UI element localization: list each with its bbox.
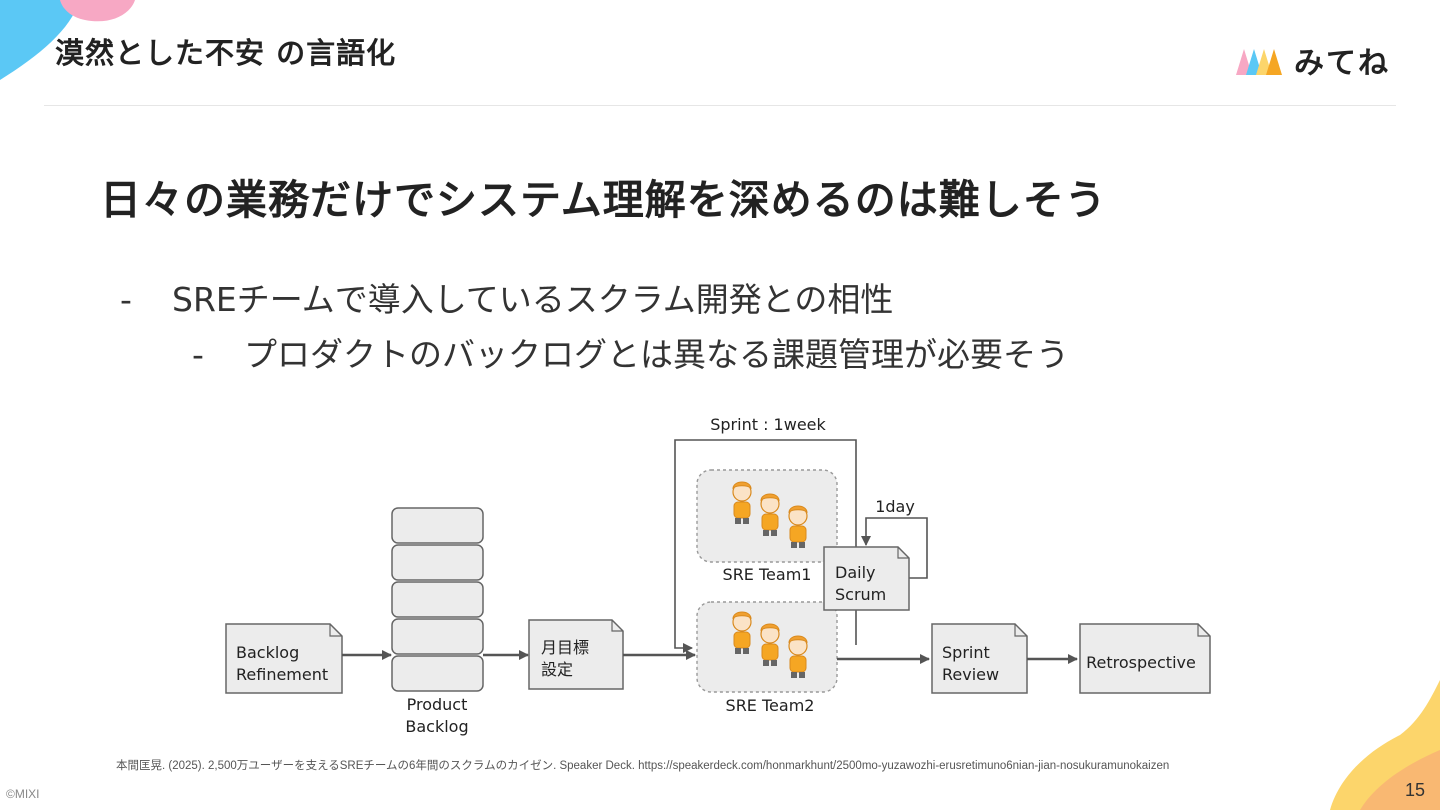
sre-team1-box: SRE Team1	[696, 469, 838, 584]
bullet-text: プロダクトのバックログとは異なる課題管理が必要そう	[244, 335, 1069, 374]
copyright: ©MIXI	[6, 787, 40, 801]
citation: 本間匡晃. (2025). 2,500万ユーザーを支えるSREチームの6年間のス…	[116, 760, 1170, 772]
bullet-item: - SREチームで導入しているスクラム開発との相性	[120, 273, 893, 321]
header-divider	[44, 105, 1396, 106]
product-backlog-label-line2: Backlog	[405, 717, 468, 736]
main-heading: 日々の業務だけでシステム理解を深めるのは難しそう	[100, 176, 1107, 224]
sre-team2-label: SRE Team2	[726, 696, 815, 715]
corner-decoration-bottom-right	[1330, 680, 1440, 810]
daily-scrum-label-line2: Scrum	[835, 585, 886, 604]
daily-scrum-box: Daily Scrum	[823, 546, 910, 611]
bullet-text: SREチームで導入しているスクラム開発との相性	[172, 280, 894, 319]
day-label: 1day	[875, 497, 915, 516]
sprint-review-box: Sprint Review	[931, 623, 1028, 694]
team-member-icon	[788, 635, 808, 679]
backlog-refinement-label-line2: Refinement	[236, 665, 328, 684]
sprint-label: Sprint : 1week	[710, 415, 826, 434]
product-backlog-stack: Product Backlog	[391, 507, 484, 736]
monthly-goal-label-line2: 設定	[541, 660, 573, 679]
corner-decoration-top-left	[0, 0, 135, 80]
bullet-dash: -	[120, 280, 132, 319]
backlog-refinement-label-line1: Backlog	[236, 643, 299, 662]
team-member-icon	[732, 611, 752, 655]
team-member-icon	[760, 493, 780, 537]
backlog-refinement-box: Backlog Refinement	[225, 623, 343, 694]
retrospective-label: Retrospective	[1086, 653, 1196, 672]
sprint-loop-arrow	[674, 439, 857, 653]
mitene-logo: みてね	[1236, 38, 1390, 82]
bullet-dash: -	[192, 335, 204, 374]
page-number: 15	[1405, 780, 1426, 800]
mitene-logo-icon	[1236, 49, 1282, 75]
sub-bullet-item: - プロダクトのバックログとは異なる課題管理が必要そう	[192, 328, 1069, 376]
product-backlog-label-line1: Product	[407, 695, 468, 714]
monthly-goal-box: 月目標 設定	[528, 619, 624, 690]
sre-team2-box: SRE Team2	[696, 601, 838, 715]
team-member-icon	[732, 481, 752, 525]
sre-team1-label: SRE Team1	[723, 565, 812, 584]
team-member-icon	[760, 623, 780, 667]
sprint-review-label-line1: Sprint	[942, 643, 990, 662]
monthly-goal-label-line1: 月目標	[541, 638, 589, 657]
daily-scrum-label-line1: Daily	[835, 563, 875, 582]
section-title: 漠然とした不安 の言語化	[55, 36, 397, 70]
logo-text: みてね	[1294, 46, 1390, 81]
team-member-icon	[788, 505, 808, 549]
sprint-review-label-line2: Review	[942, 665, 999, 684]
retrospective-box: Retrospective	[1079, 623, 1211, 694]
daily-loop-arrow	[861, 517, 928, 579]
